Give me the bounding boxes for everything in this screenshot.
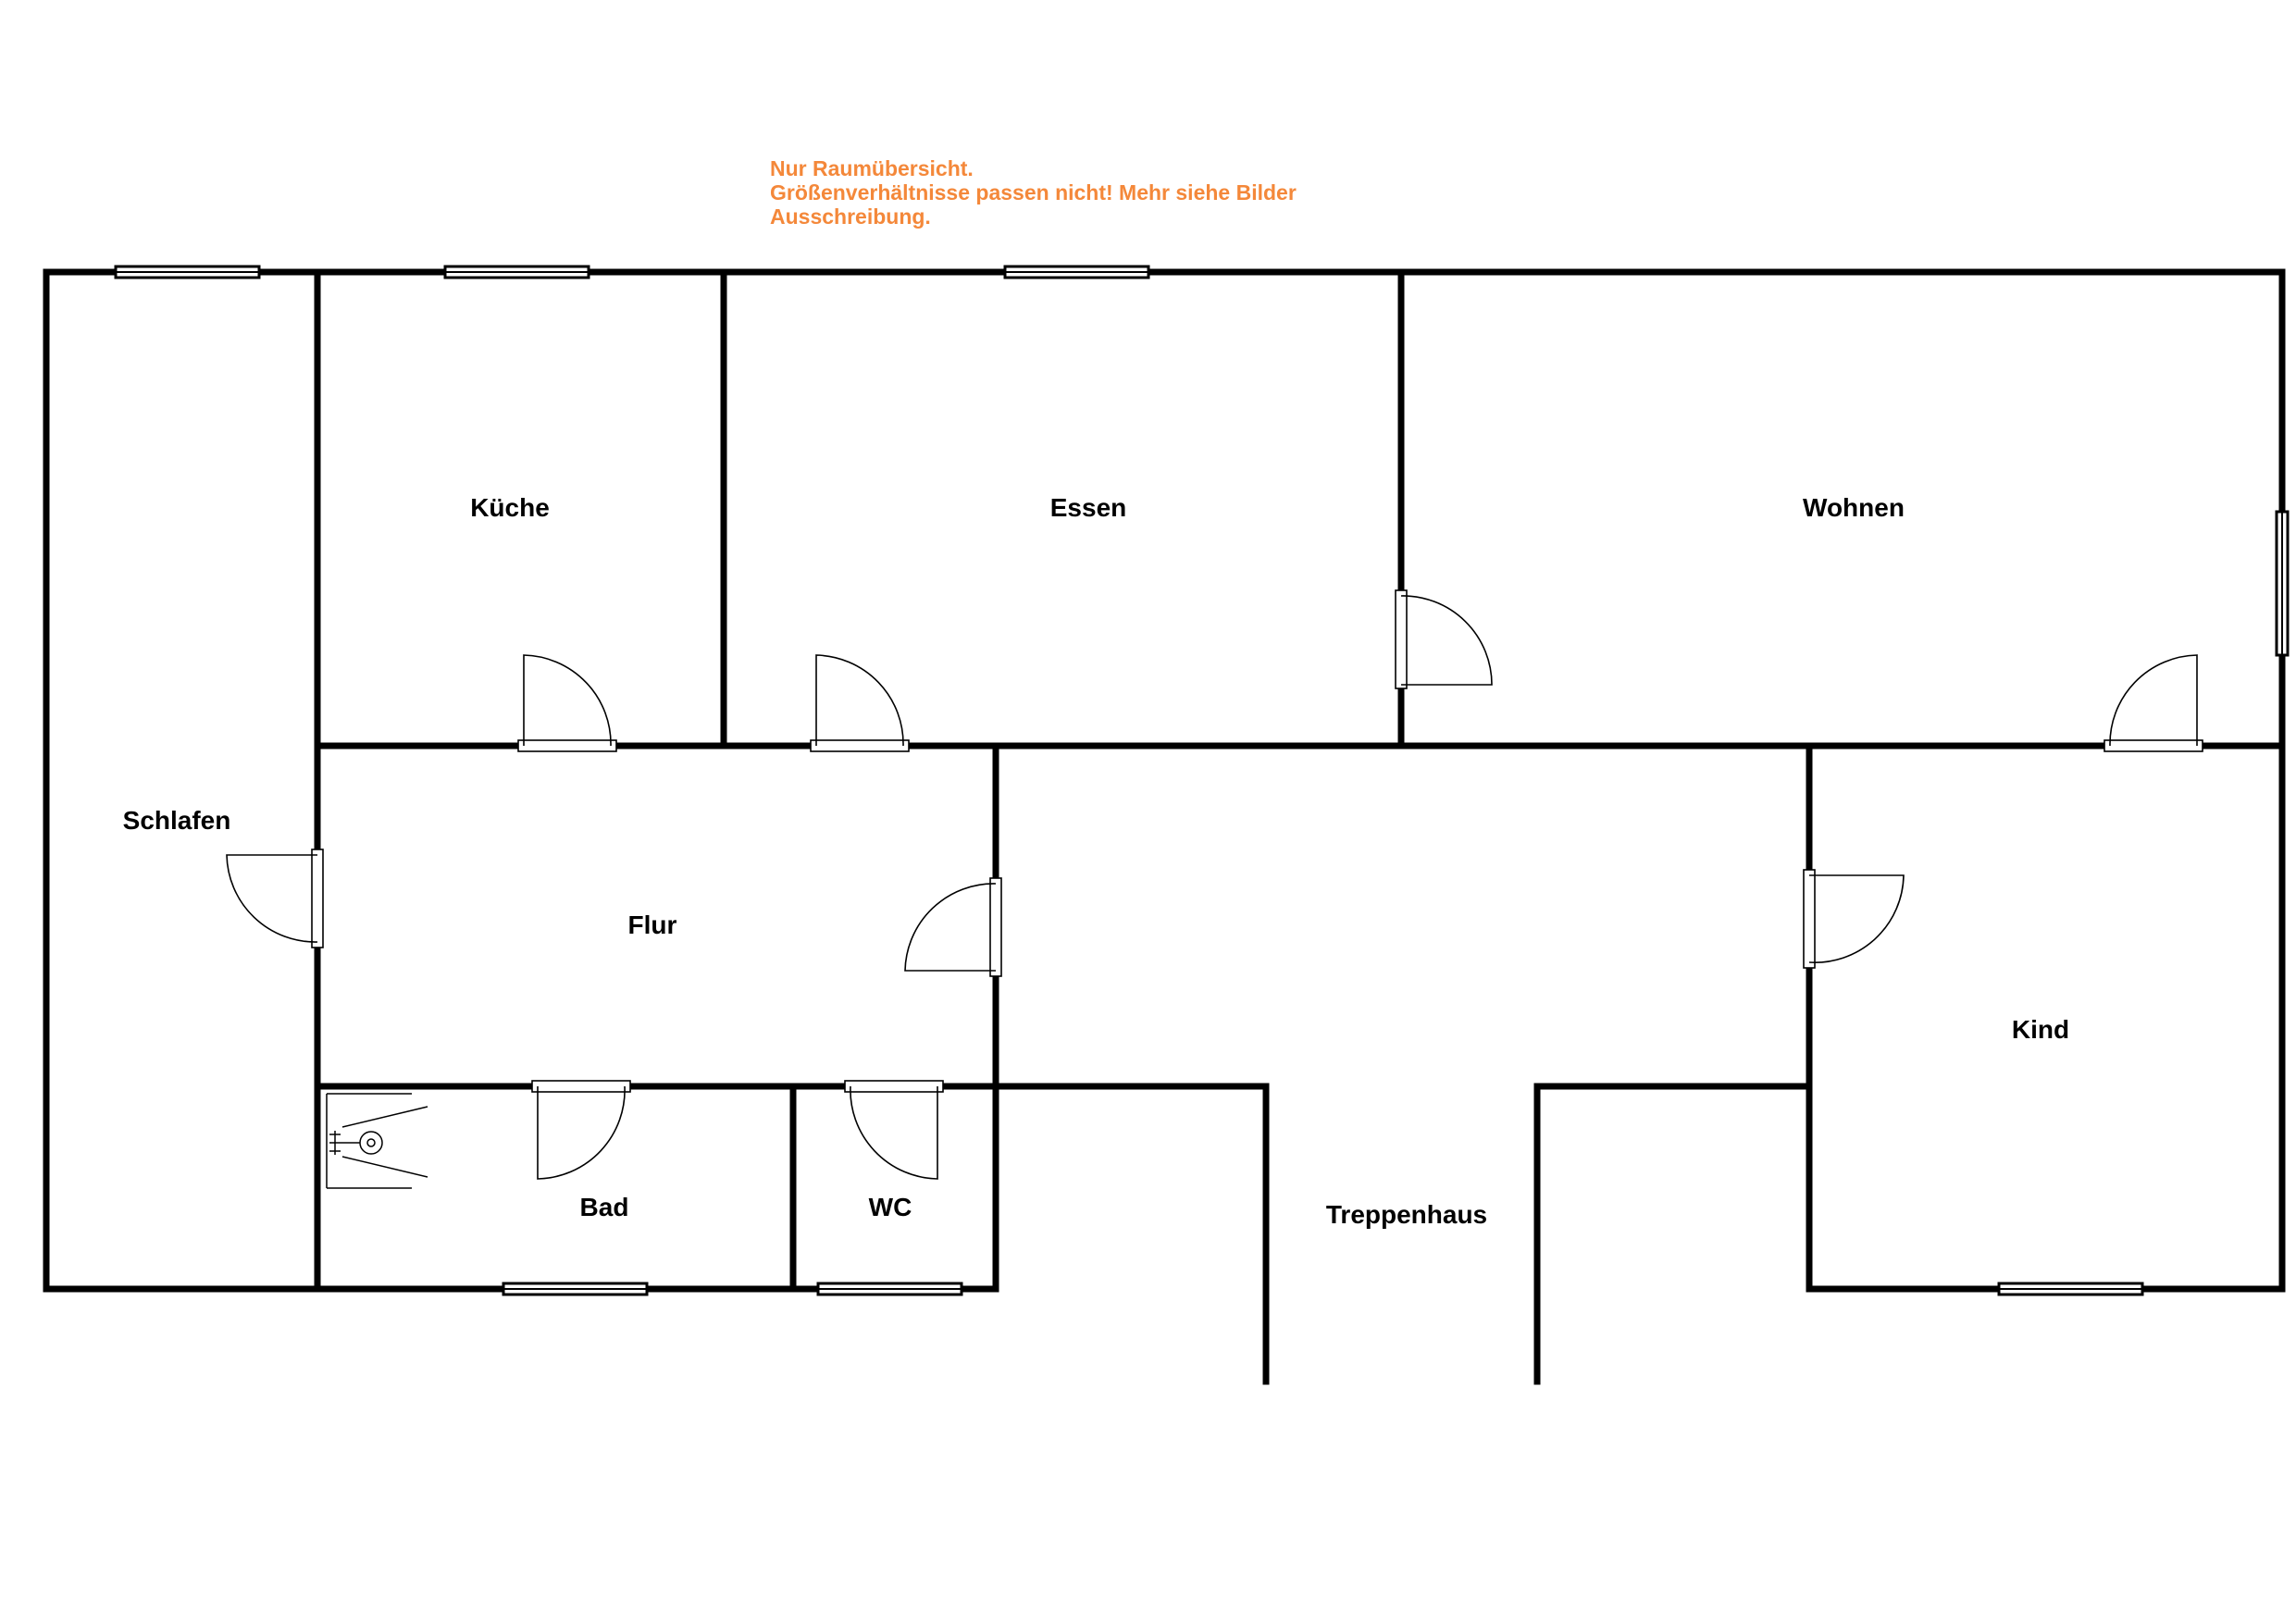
note-line-2: Größenverhältnisse passen nicht! Mehr si… xyxy=(770,180,1297,204)
note-line-3: Ausschreibung. xyxy=(770,204,931,229)
label-kueche: Küche xyxy=(470,493,550,522)
door-bad xyxy=(531,1080,631,1180)
label-wohnen: Wohnen xyxy=(1803,493,1905,522)
doors xyxy=(226,589,2203,1180)
label-kind: Kind xyxy=(2012,1015,2069,1044)
label-schlafen: Schlafen xyxy=(123,806,231,835)
window-wohnen xyxy=(2275,510,2290,657)
door-essen-wohnen xyxy=(1395,589,1493,689)
window-essen xyxy=(1003,265,1150,279)
door-kind xyxy=(1803,869,1905,969)
window-kueche xyxy=(443,265,590,279)
label-essen: Essen xyxy=(1050,493,1127,522)
window-schlafen xyxy=(114,265,261,279)
room-labels: Küche Essen Wohnen Schlafen Flur Kind Ba… xyxy=(123,493,2069,1229)
windows xyxy=(114,265,2290,1296)
window-kind xyxy=(1997,1282,2144,1296)
door-essen xyxy=(810,654,910,752)
disclaimer-note: Nur Raumübersicht. Größenverhältnisse pa… xyxy=(770,156,1297,229)
label-flur: Flur xyxy=(628,911,677,939)
door-wc xyxy=(844,1080,944,1180)
note-line-1: Nur Raumübersicht. xyxy=(770,156,974,180)
window-bad xyxy=(502,1282,649,1296)
label-bad: Bad xyxy=(580,1193,629,1221)
label-treppenhaus: Treppenhaus xyxy=(1326,1200,1487,1229)
door-flur xyxy=(904,877,1002,977)
walls xyxy=(43,268,2286,1385)
door-schlafen xyxy=(226,849,324,948)
door-kueche xyxy=(517,654,617,752)
shower-fixture xyxy=(326,1093,428,1189)
window-wc xyxy=(816,1282,963,1296)
door-wohnen xyxy=(2104,654,2203,752)
label-wc: WC xyxy=(869,1193,912,1221)
